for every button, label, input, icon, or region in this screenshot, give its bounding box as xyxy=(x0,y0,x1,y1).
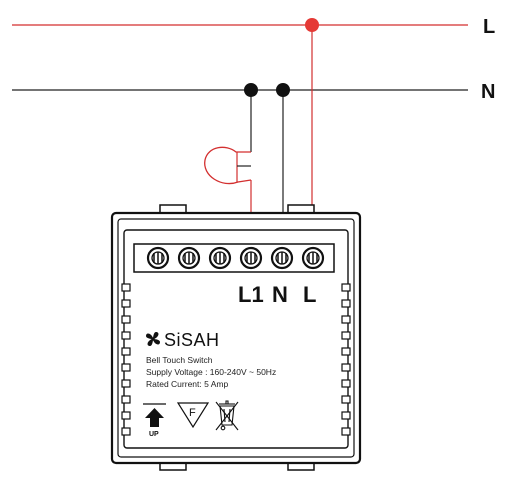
terminal-screw xyxy=(208,246,232,270)
fuse-symbol-label: F xyxy=(189,407,196,419)
bell-load-icon xyxy=(204,146,252,185)
terminal-label-l: L xyxy=(303,282,316,307)
terminal-screw-l xyxy=(301,246,325,270)
right-vent-slots xyxy=(341,283,351,436)
terminal-label-n: N xyxy=(272,282,288,307)
switch-module xyxy=(110,204,362,471)
terminal-screw xyxy=(177,246,201,270)
left-vent-slots xyxy=(121,283,131,436)
neutral-line-label: N xyxy=(481,81,495,103)
supply-voltage: Supply Voltage : 160-240V ~ 50Hz xyxy=(146,367,276,377)
crossed-bin-icon xyxy=(215,400,239,431)
up-label: UP xyxy=(149,431,159,438)
brand-name: SiSAH xyxy=(164,330,220,350)
fuse-triangle-icon xyxy=(176,402,210,429)
up-arrow-icon xyxy=(143,403,166,427)
fan-logo-icon xyxy=(146,332,160,346)
bell-neutral-junction-dot xyxy=(244,83,258,97)
terminal-label-l1: L1 xyxy=(238,282,264,307)
rated-current: Rated Current: 5 Amp xyxy=(146,379,228,389)
terminal-screw-n xyxy=(270,246,294,270)
live-junction-dot xyxy=(305,18,319,32)
live-line-label: L xyxy=(483,16,495,38)
terminal-screw-l1 xyxy=(239,246,263,270)
terminal-screw xyxy=(146,246,170,270)
product-name: Bell Touch Switch xyxy=(146,355,213,365)
neutral-junction-dot xyxy=(276,83,290,97)
